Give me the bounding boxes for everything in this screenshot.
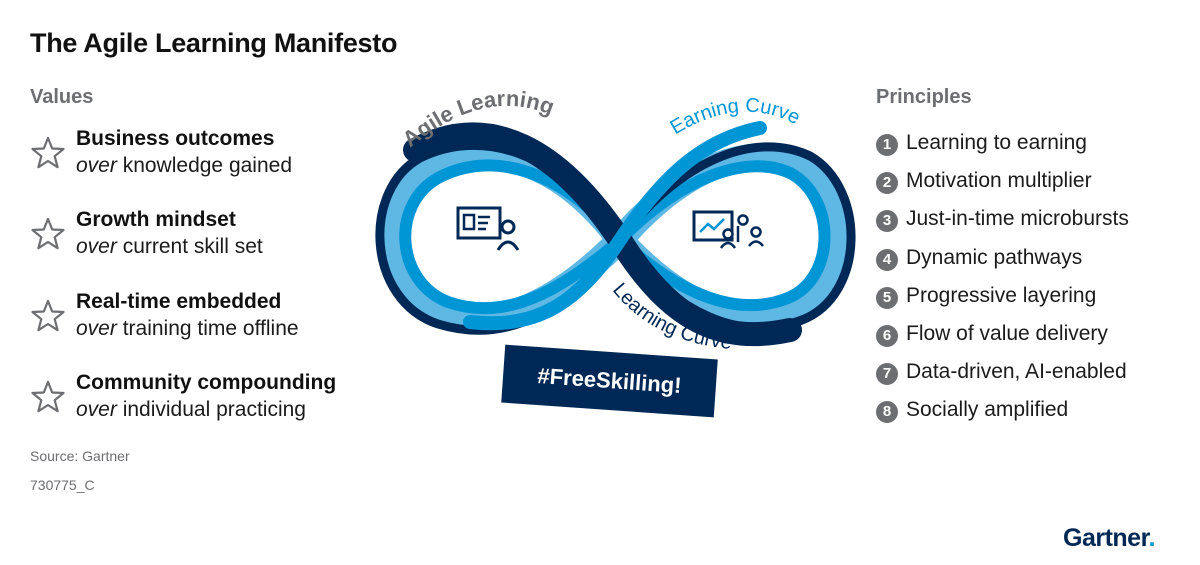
principle-label: Learning to earning [906,131,1087,154]
star-icon [31,380,65,413]
number-badge: 7 [876,363,898,385]
number-badge: 6 [876,325,898,347]
infinity-crossing [403,121,802,347]
principle-item: 6 Flow of value delivery [876,322,1186,352]
value-title: Community compounding [76,371,337,394]
number-badge: 4 [876,249,898,271]
principle-label: Socially amplified [906,398,1069,421]
principle-item: 1 Learning to earning [876,131,1186,161]
star-icon [31,136,65,169]
value-item: Growth mindset over current skill set [30,208,390,268]
value-subtitle: over knowledge gained [76,154,293,177]
principles-heading: Principles [876,86,972,108]
number-badge: 1 [876,134,898,156]
value-subtitle: over individual practicing [76,398,306,421]
principle-label: Just-in-time microbursts [906,207,1129,230]
principle-label: Dynamic pathways [906,246,1083,269]
source-note: Source: Gartner [30,448,130,464]
principle-label: Progressive layering [906,284,1097,307]
principle-label: Flow of value delivery [906,322,1108,345]
page-title: The Agile Learning Manifesto [30,28,398,58]
badge-label: #FreeSkilling! [536,362,683,399]
star-icon [31,299,65,332]
certificate-learner-icon [456,206,520,251]
number-badge: 2 [876,172,898,194]
principle-label: Data-driven, AI-enabled [906,360,1127,383]
principle-item: 7 Data-driven, AI-enabled [876,360,1186,390]
principle-item: 3 Just-in-time microbursts [876,207,1186,237]
value-item: Real-time embedded over training time of… [30,290,390,350]
principle-item: 2 Motivation multiplier [876,169,1186,199]
value-title: Growth mindset [76,208,236,231]
value-subtitle: over training time offline [76,317,299,340]
growth-chart-team-icon [692,210,764,249]
value-title: Real-time embedded [76,290,282,313]
value-title: Business outcomes [76,127,275,150]
values-heading: Values [30,86,94,108]
principle-item: 8 Socially amplified [876,398,1186,428]
value-item: Community compounding over individual pr… [30,371,390,431]
principle-item: 5 Progressive layering [876,284,1186,314]
number-badge: 5 [876,287,898,309]
value-item: Business outcomes over knowledge gained [30,127,390,187]
document-code: 730775_C [30,477,95,493]
principle-item: 4 Dynamic pathways [876,246,1186,276]
number-badge: 8 [876,401,898,423]
star-icon [31,217,65,250]
principle-label: Motivation multiplier [906,169,1092,192]
gartner-logo: Gartner. [1063,524,1155,552]
number-badge: 3 [876,210,898,232]
value-subtitle: over current skill set [76,235,263,258]
